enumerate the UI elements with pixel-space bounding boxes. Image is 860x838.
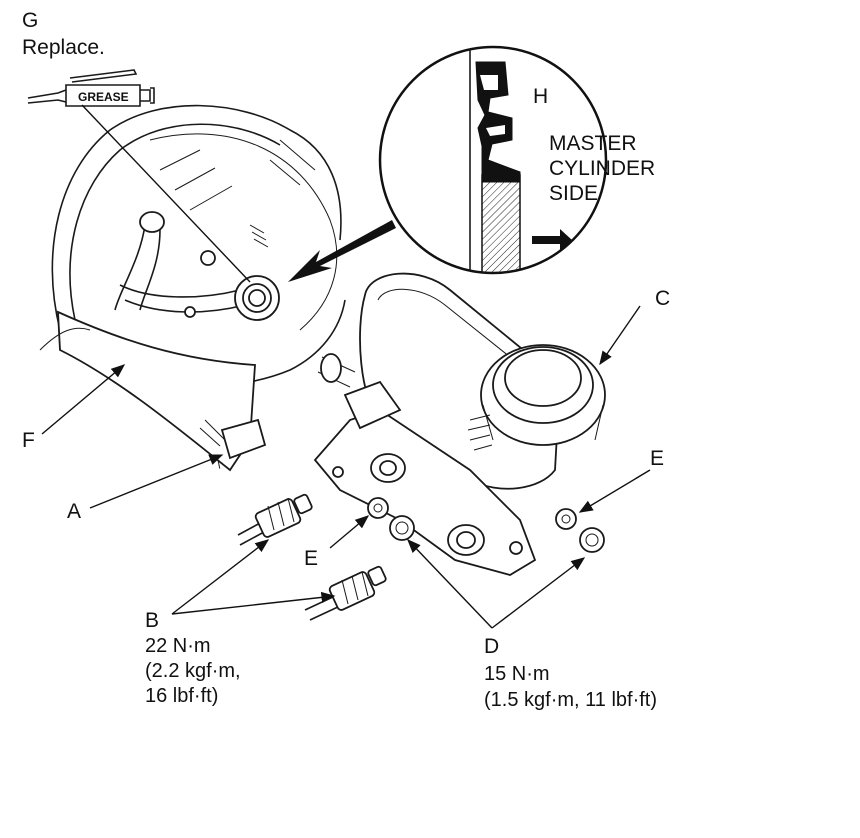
label-b-torque-lbf: 16 lbf·ft)	[145, 685, 218, 707]
label-c: C	[655, 287, 670, 310]
label-d-torque-nm: 15 N·m	[484, 663, 550, 685]
label-g-note: Replace.	[22, 36, 105, 59]
label-e-left: E	[304, 547, 318, 570]
label-g: G	[22, 9, 38, 32]
washers-and-nuts	[367, 497, 605, 553]
leader-e-left	[329, 515, 370, 549]
leader-b-upper	[171, 539, 270, 615]
washer-left-e	[367, 497, 389, 519]
leader-a	[89, 454, 224, 509]
leader-e-right	[578, 469, 651, 513]
brake-line-fittings	[237, 493, 387, 621]
label-e-right: E	[650, 447, 664, 470]
label-b: B	[145, 609, 159, 632]
brake-booster-drawing	[39, 104, 346, 472]
label-d: D	[484, 635, 499, 658]
label-f: F	[22, 429, 35, 452]
nut-right-d	[579, 527, 605, 553]
leader-d-left	[407, 538, 493, 629]
label-side: SIDE	[549, 182, 598, 205]
leader-g	[81, 104, 251, 283]
leader-lines	[41, 104, 651, 629]
leader-b-lower	[171, 591, 336, 615]
label-b-torque-kgf: (2.2 kgf·m,	[145, 660, 241, 682]
grease-icon: GREASE	[27, 69, 155, 107]
leader-c	[599, 305, 641, 366]
label-h: H	[533, 85, 548, 108]
detail-pointer-arrow	[288, 220, 396, 282]
label-master: MASTER	[549, 132, 637, 155]
label-b-torque-nm: 22 N·m	[145, 635, 211, 657]
grease-tag-text: GREASE	[78, 90, 129, 104]
master-cylinder-body	[199, 272, 606, 576]
leader-f	[41, 364, 126, 435]
leader-d-right	[491, 557, 586, 629]
label-d-torque-kgf: (1.5 kgf·m, 11 lbf·ft)	[484, 689, 657, 711]
nut-left-d	[389, 515, 415, 541]
label-a: A	[67, 500, 81, 523]
master-cylinder-side-arrow-icon	[532, 229, 572, 251]
brake-line-fitting-upper	[237, 493, 313, 546]
brake-line-fitting-lower	[304, 565, 387, 621]
washer-right-e	[555, 508, 577, 530]
label-cylinder: CYLINDER	[549, 157, 655, 180]
seal-detail-view	[378, 45, 608, 275]
